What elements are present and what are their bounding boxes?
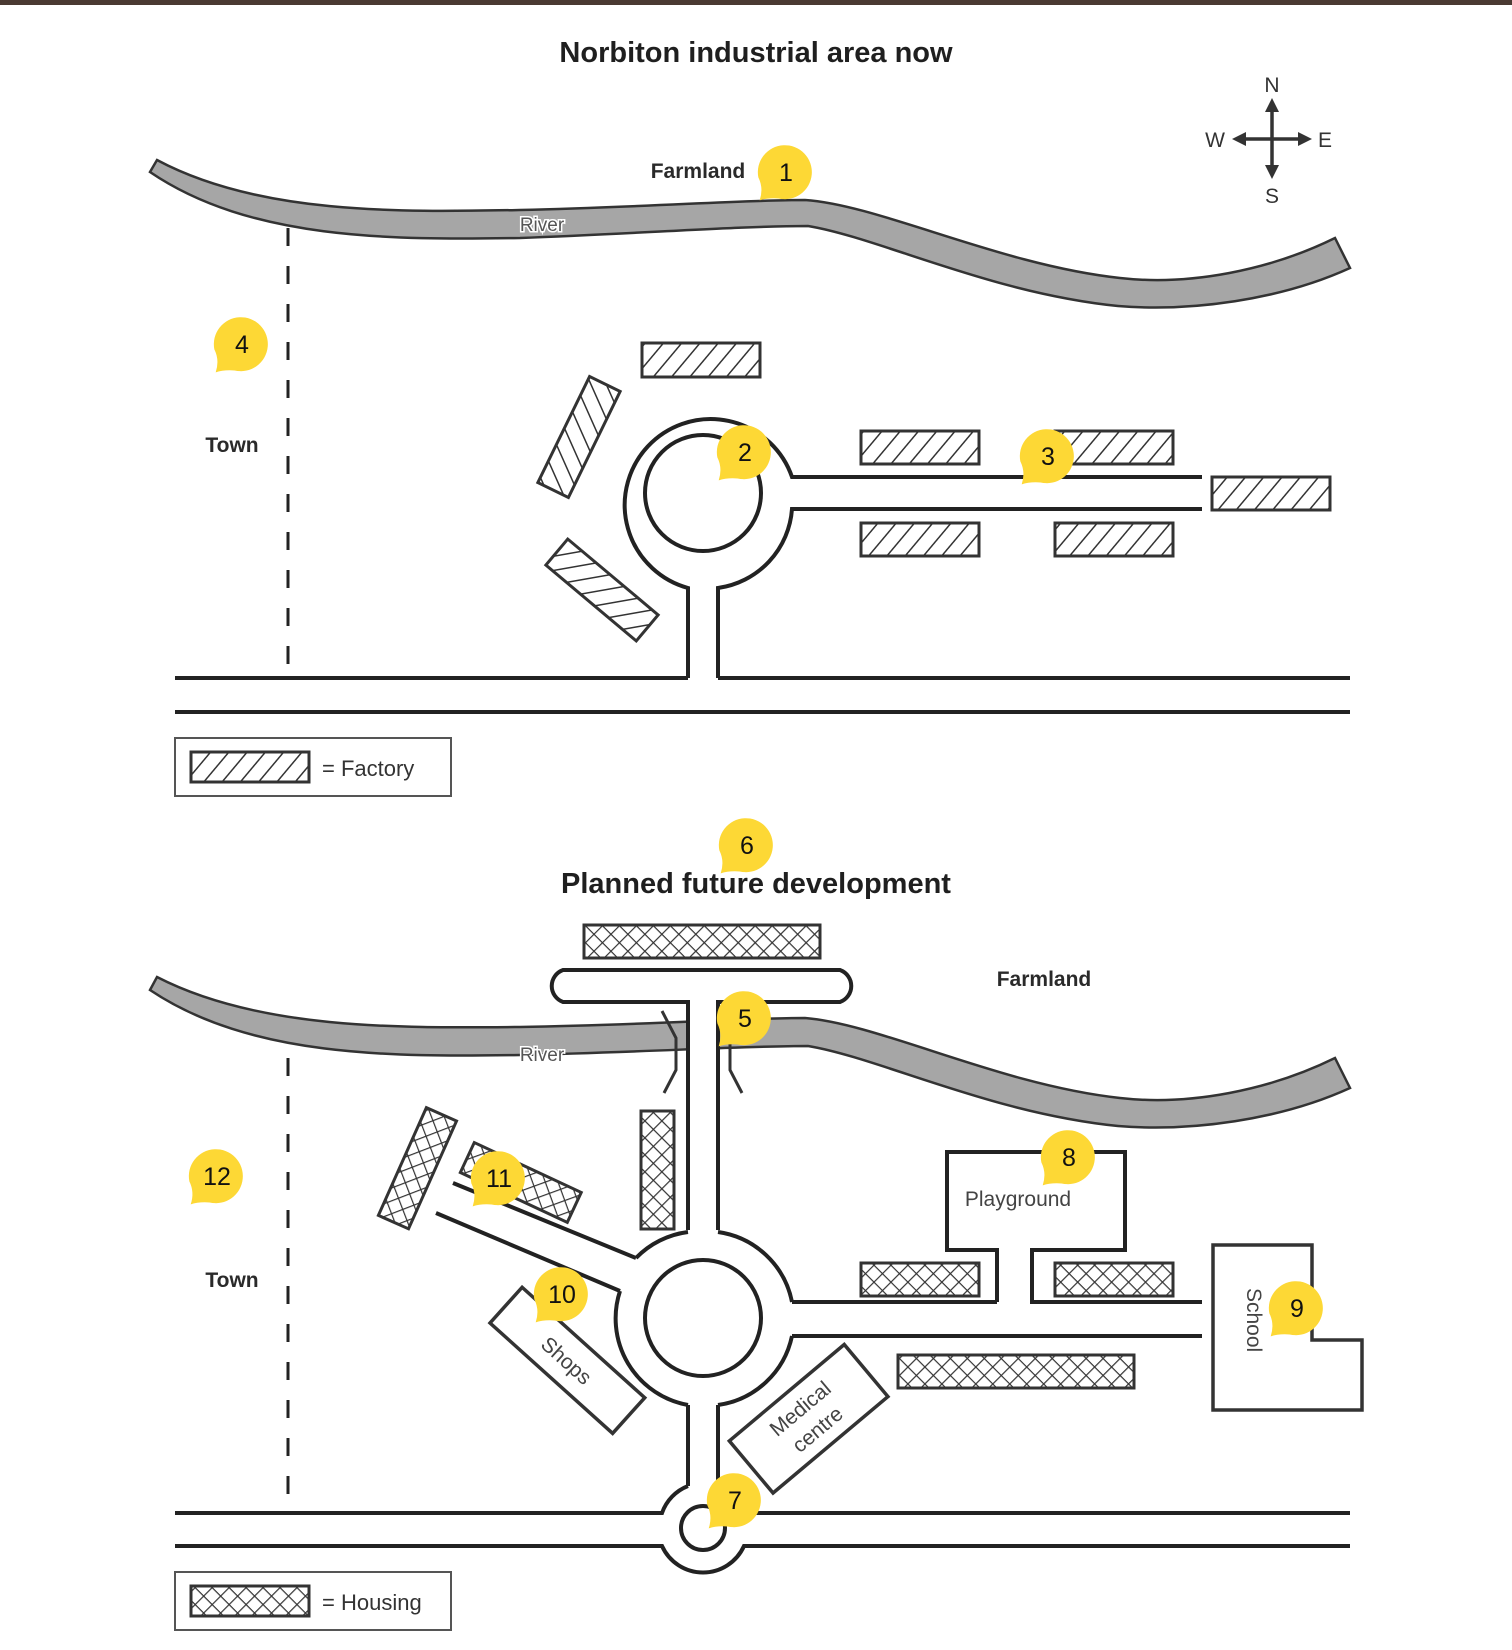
marker-bubble-icon <box>706 1473 761 1529</box>
factory-legend-swatch <box>189 750 311 784</box>
marker-label: 6 <box>740 832 754 860</box>
marker-6[interactable]: 6 <box>718 818 773 874</box>
housing <box>582 923 822 960</box>
factory <box>859 429 981 466</box>
river-label-bottom: River <box>520 1045 565 1066</box>
compass-s: S <box>1265 185 1279 208</box>
marker-bubble-icon <box>757 145 812 201</box>
marker-11[interactable]: 11 <box>470 1151 525 1207</box>
legend-factory-text: = Factory <box>322 756 414 781</box>
river-top <box>148 158 1352 309</box>
main-road-bottom <box>175 1484 1350 1575</box>
medical-centre-building: Medical centre <box>726 1342 891 1496</box>
marker-label: 10 <box>548 1281 576 1309</box>
factory <box>1210 475 1332 512</box>
marker-5[interactable]: 5 <box>716 991 771 1047</box>
bottom-map-title: Planned future development <box>561 868 951 900</box>
small-roundabout <box>679 1504 727 1552</box>
marker-1[interactable]: 1 <box>757 145 812 201</box>
compass: N S W E <box>1205 74 1332 208</box>
marker-8[interactable]: 8 <box>1040 1130 1095 1186</box>
marker-label: 2 <box>738 439 752 467</box>
north-road <box>549 968 854 1230</box>
marker-label: 4 <box>235 331 249 359</box>
farmland-label-bottom: Farmland <box>997 968 1092 991</box>
compass-e: E <box>1318 129 1332 152</box>
marker-label: 11 <box>486 1165 512 1193</box>
playground-label: Playground <box>965 1188 1071 1211</box>
marker-3[interactable]: 3 <box>1019 429 1074 485</box>
town-label-bottom: Town <box>205 1269 258 1292</box>
factory <box>535 374 623 500</box>
marker-4[interactable]: 4 <box>213 317 268 373</box>
marker-bubble-icon <box>533 1267 588 1323</box>
marker-label: 5 <box>738 1005 752 1033</box>
marker-12[interactable]: 12 <box>188 1149 243 1205</box>
top-map: Norbiton industrial area now N S W E Riv… <box>148 37 1352 797</box>
marker-bubble-icon <box>213 317 268 373</box>
marker-bubble-icon <box>1019 429 1074 485</box>
marker-bubble-icon <box>1268 1281 1323 1337</box>
marker-bubble-icon <box>716 991 771 1047</box>
marker-9[interactable]: 9 <box>1268 1281 1323 1337</box>
compass-arrow-w-icon <box>1232 132 1246 146</box>
marker-bubble-icon <box>716 425 771 481</box>
housing <box>376 1105 459 1231</box>
compass-n: N <box>1264 74 1279 97</box>
marker-label: 1 <box>779 159 793 187</box>
marker-2[interactable]: 2 <box>716 425 771 481</box>
bridge <box>660 997 746 1094</box>
housing <box>1053 1261 1175 1298</box>
factory <box>859 521 981 558</box>
marker-bubble-icon <box>718 818 773 874</box>
marker-label: 8 <box>1062 1144 1076 1172</box>
legend-housing: = Housing <box>174 1571 452 1631</box>
marker-label: 9 <box>1290 1295 1304 1323</box>
marker-label: 3 <box>1041 443 1055 471</box>
marker-bubble-icon <box>470 1151 525 1207</box>
town-label-top: Town <box>205 434 258 457</box>
housing <box>896 1353 1136 1390</box>
marker-bubble-icon <box>188 1149 243 1205</box>
marker-7[interactable]: 7 <box>706 1473 761 1529</box>
farmland-label-top: Farmland <box>651 160 746 183</box>
factory <box>1053 521 1175 558</box>
marker-label: 7 <box>728 1487 742 1515</box>
housing-legend-swatch <box>189 1584 311 1618</box>
marker-label: 12 <box>203 1163 231 1191</box>
top-map-title: Norbiton industrial area now <box>559 37 953 69</box>
factory <box>640 341 762 379</box>
river-label-top: River <box>520 215 565 236</box>
school-label: School <box>1242 1288 1265 1352</box>
bottom-map: Planned future development River Farmlan… <box>148 868 1364 1631</box>
compass-arrow-e-icon <box>1298 132 1312 146</box>
factories-top <box>535 341 1332 644</box>
compass-arrow-s-icon <box>1265 165 1279 179</box>
compass-w: W <box>1205 129 1225 152</box>
river-bottom <box>148 975 1352 1129</box>
main-road-top <box>175 676 1350 714</box>
housing <box>639 1109 676 1231</box>
marker-10[interactable]: 10 <box>533 1267 588 1323</box>
legend-housing-text: = Housing <box>322 1590 422 1615</box>
top-border <box>0 0 1512 5</box>
factory <box>543 536 661 644</box>
factory <box>1053 429 1175 466</box>
legend-factory: = Factory <box>174 737 452 797</box>
compass-arrow-n-icon <box>1265 98 1279 112</box>
housing <box>859 1261 981 1298</box>
marker-bubble-icon <box>1040 1130 1095 1186</box>
